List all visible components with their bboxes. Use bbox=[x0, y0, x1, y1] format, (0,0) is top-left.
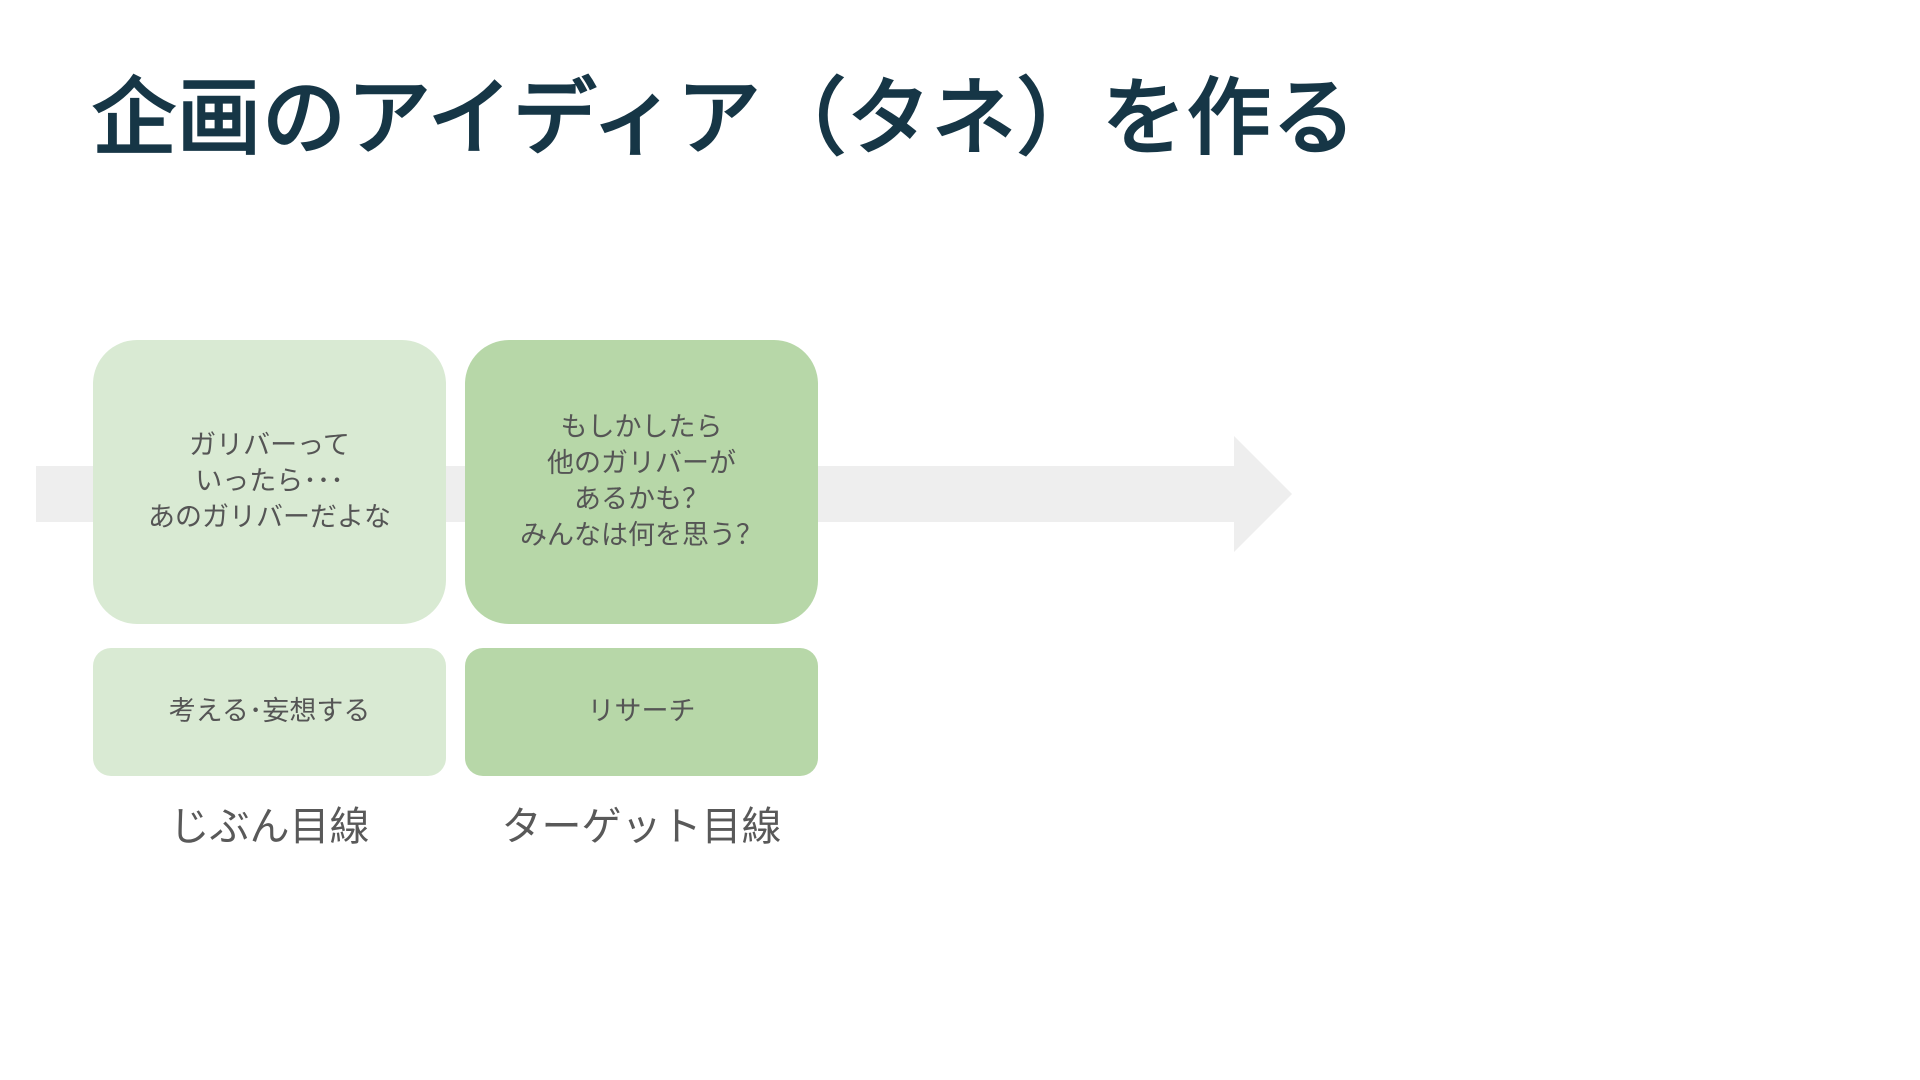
caption-self-perspective: じぶん目線 bbox=[169, 804, 370, 850]
caption-target-perspective: ターゲット目線 bbox=[501, 804, 782, 850]
action-card-target-label: リサーチ bbox=[587, 696, 696, 727]
action-card-self-label: 考える･妄想する bbox=[168, 696, 371, 727]
idea-card-target-text: もしかしたら 他のガリバーが あるかも？ みんなは何を思う？ bbox=[520, 412, 763, 551]
slide-title: 企画のアイディア（タネ）を作る bbox=[92, 69, 1357, 167]
action-card-target: リサーチ bbox=[465, 648, 818, 776]
idea-card-self: ガリバーって いったら･･･ あのガリバーだよな bbox=[93, 340, 446, 624]
action-card-self: 考える･妄想する bbox=[93, 648, 446, 776]
idea-card-self-text: ガリバーって いったら･･･ あのガリバーだよな bbox=[148, 430, 391, 533]
idea-card-target: もしかしたら 他のガリバーが あるかも？ みんなは何を思う？ bbox=[465, 340, 818, 624]
